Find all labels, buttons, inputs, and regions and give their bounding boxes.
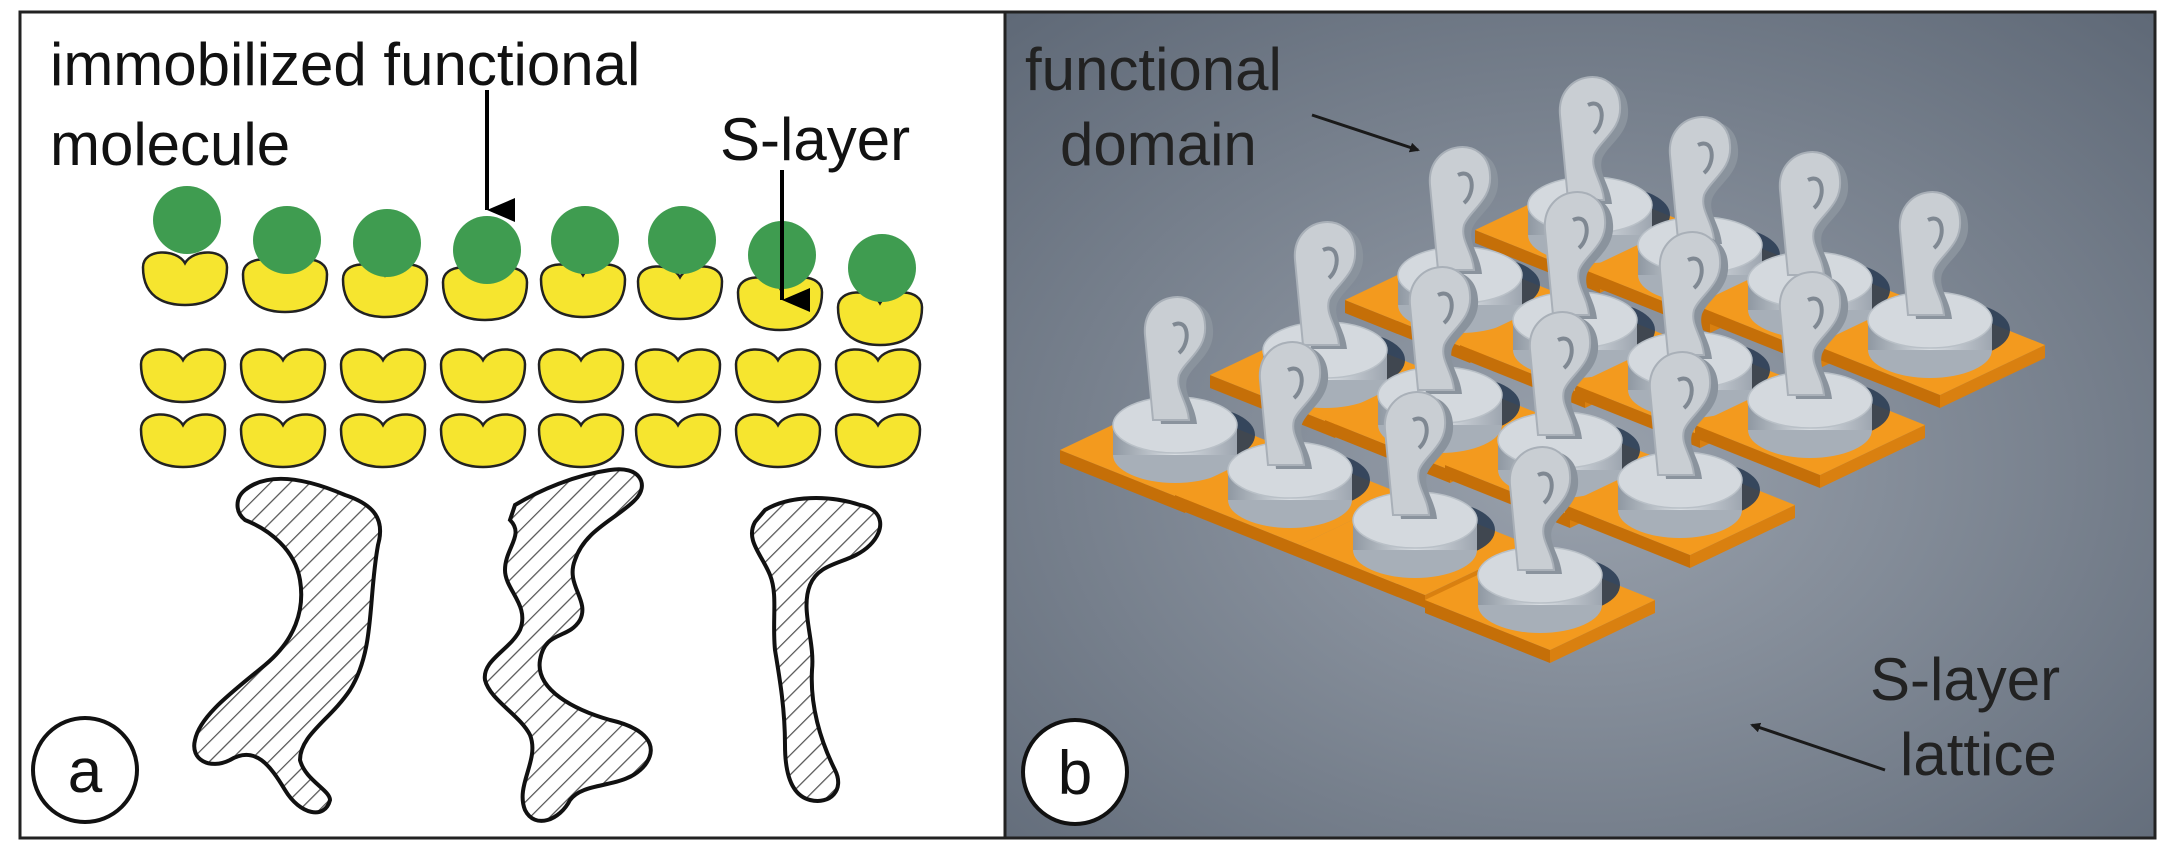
- lattice-tile-edge: [1425, 600, 1550, 663]
- functional-molecule: [253, 206, 321, 274]
- functional-domain: [1658, 231, 1722, 356]
- domain-slit: [1587, 101, 1604, 135]
- s-layer-subunit: [339, 348, 427, 404]
- functional-molecule: [453, 216, 521, 284]
- functional-domain: [1898, 191, 1962, 316]
- s-layer-subunit: [439, 413, 527, 469]
- arrow-functional-domain: [1311, 113, 1420, 153]
- label-functional: functional: [1025, 36, 1282, 103]
- functional-domain: [1648, 351, 1712, 476]
- panel-b-letter-circle: [1021, 718, 1129, 826]
- lattice-tile-edge: [1550, 600, 1655, 663]
- label-domain: domain: [1060, 111, 1257, 178]
- lattice-tile-edge: [1815, 345, 1940, 408]
- functional-molecule: [648, 206, 716, 274]
- domain-slit: [1697, 141, 1714, 175]
- domain-slit: [1287, 366, 1304, 400]
- functional-domain: [1428, 146, 1492, 271]
- s-layer-subunit: [537, 413, 625, 469]
- lattice-tile-edge: [1820, 425, 1925, 488]
- s-layer-subunit: [537, 348, 625, 404]
- lattice-tile-edge: [1940, 345, 2045, 408]
- lattice-tile-edge: [1690, 505, 1795, 568]
- label-immobilized-functional: immobilized functional: [50, 31, 640, 98]
- s-layer-unit: [1425, 446, 1655, 663]
- functional-domain: [1408, 266, 1472, 391]
- domain-slit: [1927, 216, 1944, 250]
- panel-b-letter: b: [1058, 739, 1092, 808]
- s-layer-row-middle: [139, 348, 922, 404]
- functional-domain: [1143, 296, 1207, 421]
- functional-molecules: [153, 186, 916, 302]
- functional-molecule: [848, 234, 916, 302]
- s-layer-subunit: [634, 413, 722, 469]
- domain-slit: [1322, 246, 1339, 280]
- domain-slit: [1677, 376, 1694, 410]
- domain-slit: [1572, 216, 1589, 250]
- lattice-tile-edge: [1300, 545, 1425, 608]
- lattice-tile-edge: [1565, 505, 1690, 568]
- label-lattice-s-layer: S-layer: [1870, 646, 2060, 713]
- label-s-layer: S-layer: [720, 106, 910, 173]
- s-layer-row-top: [141, 251, 924, 347]
- s-layer-subunit: [141, 251, 229, 307]
- domain-slit: [1807, 176, 1824, 210]
- s-layer-row-bottom: [139, 413, 922, 469]
- support-shape-middle: [482, 467, 653, 823]
- domain-slit: [1537, 471, 1554, 505]
- functional-molecule: [353, 209, 421, 277]
- domain-slit: [1557, 336, 1574, 370]
- domain-slit: [1172, 321, 1189, 355]
- functional-domain: [1558, 76, 1622, 201]
- functional-domain: [1778, 271, 1842, 396]
- s-layer-subunit: [734, 348, 822, 404]
- arrow-lattice: [1750, 722, 1886, 772]
- functional-domain: [1543, 191, 1607, 316]
- support-shape-left: [192, 476, 383, 815]
- s-layer-subunit: [834, 348, 922, 404]
- panel-a: immobilized functional molecule S-layer …: [18, 10, 1007, 840]
- domain-slit: [1457, 171, 1474, 205]
- domain-slit: [1437, 291, 1454, 325]
- domain-slit: [1807, 296, 1824, 330]
- functional-molecule: [153, 186, 221, 254]
- s-layer-subunit: [634, 348, 722, 404]
- s-layer-subunit: [139, 413, 227, 469]
- functional-domain: [1293, 221, 1357, 346]
- panel-a-letter: a: [68, 737, 103, 806]
- support-shape-right: [749, 496, 883, 803]
- functional-domain: [1508, 446, 1572, 571]
- s-layer-lattice: [1060, 76, 2045, 663]
- s-layer-subunit: [734, 413, 822, 469]
- s-layer-unit: [1565, 351, 1795, 568]
- s-layer-unit: [1300, 391, 1530, 608]
- lattice-tile-edge: [1060, 450, 1185, 513]
- domain-slit: [1687, 256, 1704, 290]
- functional-domain: [1778, 151, 1842, 276]
- label-molecule: molecule: [50, 111, 290, 178]
- lattice-tile-edge: [1175, 495, 1300, 558]
- s-layer-unit: [1695, 271, 1925, 488]
- s-layer-subunit: [834, 413, 922, 469]
- functional-molecule: [551, 206, 619, 274]
- s-layer-subunit: [439, 348, 527, 404]
- s-layer-unit: [1815, 191, 2045, 408]
- domain-slit: [1412, 416, 1429, 450]
- s-layer-subunit: [239, 348, 327, 404]
- s-layer-subunit: [239, 413, 327, 469]
- lattice-tile-edge: [1695, 425, 1820, 488]
- panel-a-letter-circle: [31, 716, 139, 824]
- s-layer-subunit: [339, 413, 427, 469]
- functional-domain: [1258, 341, 1322, 466]
- functional-domain: [1668, 116, 1732, 241]
- functional-domain: [1383, 391, 1447, 516]
- label-lattice: lattice: [1900, 721, 2057, 788]
- s-layer-subunit: [139, 348, 227, 404]
- functional-domain: [1528, 311, 1592, 436]
- panel-b: functional domain S-layer lattice b: [1003, 10, 2157, 840]
- s-layer-unit: [1060, 296, 1290, 513]
